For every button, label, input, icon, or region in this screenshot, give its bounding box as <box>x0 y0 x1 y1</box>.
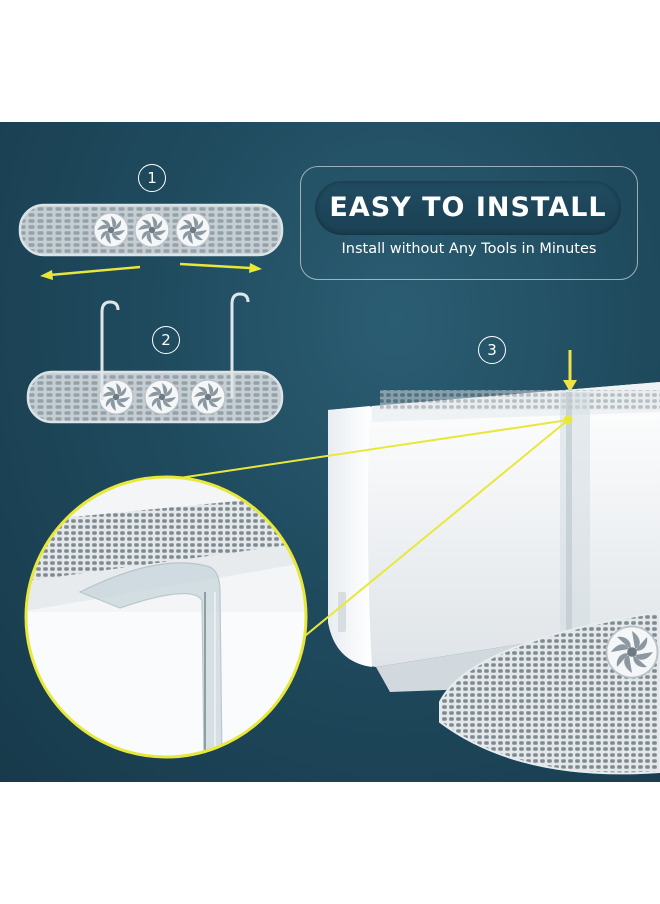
banner-title: EASY TO INSTALL <box>329 192 607 223</box>
down-arrow-icon <box>563 350 577 392</box>
step-2-marker: 2 <box>152 326 180 354</box>
install-banner: EASY TO INSTALL Install without Any Tool… <box>300 166 638 280</box>
magnified-detail <box>24 475 308 759</box>
banner-subtitle: Install without Any Tools in Minutes <box>341 241 597 257</box>
deflector-installed <box>439 610 660 775</box>
deflector-step2 <box>26 370 284 424</box>
banner-pill: EASY TO INSTALL <box>315 181 621 235</box>
fan-icon <box>175 212 211 248</box>
deflector-step1 <box>18 203 284 257</box>
product-illustration-panel: 1 2 3 EASY TO INSTALL Install without An… <box>0 122 660 782</box>
illustration-canvas <box>18 203 660 775</box>
step-1-marker: 1 <box>138 164 166 192</box>
step-3-marker: 3 <box>478 336 506 364</box>
hook-icon <box>100 292 250 400</box>
zoom-lines <box>165 415 573 641</box>
fan-icon <box>134 212 170 248</box>
double-arrow-icon <box>40 262 262 280</box>
fan-icon <box>93 212 129 248</box>
